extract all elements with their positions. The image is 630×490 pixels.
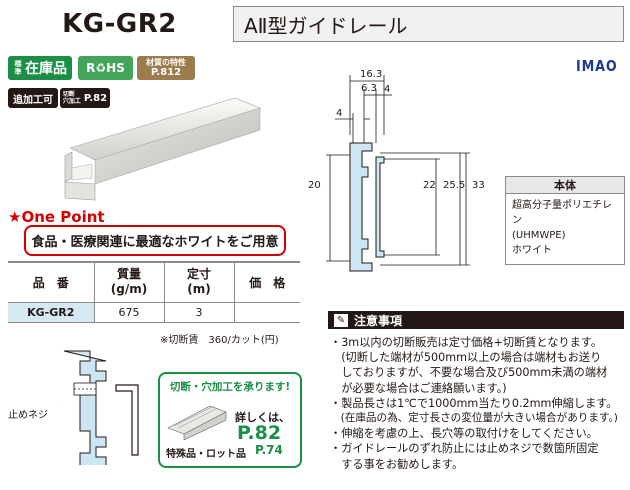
one-point-text: 食品・医療関連に最適なホワイトをご用意 [24, 225, 286, 256]
cell-price [233, 301, 300, 323]
processing-badge: 追加工可 [8, 88, 58, 108]
material-line: 超高分子量ポリエチレン [512, 200, 612, 226]
note-line: しておりますが、不要な場合及び500mm未満の端材 [330, 366, 608, 380]
product-name: AⅡ型ガイドレール [244, 13, 408, 38]
stock-badge-small: 標準 [14, 60, 22, 76]
notes-header: ✎ 注意事項 [328, 311, 624, 329]
material-badge-label: 材質の特性 [146, 58, 186, 67]
rohs-badge: R♻HS [78, 56, 133, 80]
cutting-badge-page: P.82 [83, 92, 108, 104]
note-line: ・3m以内の切断販売は定寸価格+切断賃となります。 [330, 336, 603, 349]
dim-height-33: 33 [472, 180, 485, 191]
notes-title: 注意事項 [354, 313, 403, 328]
cut-service-title: 切断・穴加工を承ります! [169, 381, 291, 393]
material-body: 超高分子量ポリエチレン (UHMWPE) ホワイト [506, 194, 624, 264]
material-table: 本体 超高分子量ポリエチレン (UHMWPE) ホワイト [505, 176, 625, 265]
price-table: 品 番 質量 (g/m) 定寸 (m) 価 格 KG-GR2 675 3 [8, 261, 300, 323]
stock-badge: 標準 在庫品 [8, 56, 72, 80]
cut-fee-note: ※切断賃 360/カット(円) [160, 335, 279, 346]
header-price: 価 格 [233, 261, 300, 302]
price-table-header: 品 番 質量 (g/m) 定寸 (m) 価 格 [8, 261, 300, 302]
material-badge-page: P.812 [150, 67, 182, 78]
stock-badge-label: 在庫品 [25, 61, 67, 77]
pencil-icon: ✎ [334, 313, 348, 327]
note-line: ・伸縮を考慮の上、長穴等の取付けをしてください。 [330, 427, 598, 441]
special-page: P.74 [255, 443, 283, 457]
material-line: (UHMWPE) [512, 230, 566, 241]
special-label: 特殊品・ロット品 [166, 449, 246, 460]
notes-list: ・3m以内の切断販売は定寸価格+切断賃となります。 (切断した端材が500mm以… [330, 335, 626, 472]
dim-height-20: 20 [308, 180, 321, 191]
header-length: 定寸 (m) [163, 261, 234, 302]
material-badge: 材質の特性 P.812 [137, 56, 195, 80]
cut-rail-icon [167, 405, 227, 440]
cut-detail-page: P.82 [237, 422, 282, 444]
note-line: (切断した端材が500mm以上の場合は端材もお送り [330, 351, 602, 365]
dim-inner-width: 6.3 [361, 83, 377, 94]
material-header: 本体 [506, 177, 624, 194]
header-weight: 質量 (g/m) [93, 261, 164, 302]
dimension-drawing: 16.3 6.3 4 4 20 22 25.5 33 [308, 69, 485, 272]
cut-service-box [158, 372, 302, 468]
product-code: KG-GR2 [6, 6, 234, 42]
cut-detail-label: 詳しくは、 [235, 411, 290, 424]
dim-total-width: 16.3 [360, 69, 382, 80]
note-line: (在庫品の為、定寸長さの変位量が大きい場合があります。) [330, 412, 618, 425]
screw-label: 止めネジ [8, 410, 48, 421]
table-row: KG-GR2 675 3 [8, 301, 300, 323]
dim-right-width: 4 [384, 84, 390, 95]
product-image [64, 97, 261, 201]
cutting-badge: 切断 穴加工 P.82 [60, 88, 110, 108]
note-line: ・ガイドレールのずれ防止には止めネジで数箇所固定 [330, 442, 599, 456]
header-part-no: 品 番 [8, 261, 94, 302]
install-drawing [60, 350, 139, 465]
note-line: が必要な場合はご連絡願います。) [330, 381, 507, 395]
cutting-badge-label: 切断 穴加工 [62, 91, 81, 105]
dim-height-22: 22 [423, 180, 436, 191]
material-line: ホワイト [512, 245, 552, 256]
cell-part-no: KG-GR2 [8, 301, 94, 323]
note-line: ・製品長さは1℃で1000mm当たり0.2mm伸縮します。 [330, 396, 618, 410]
dim-left-width: 4 [336, 108, 342, 119]
brand-logo: IMAO [576, 57, 618, 75]
dim-height-25-5: 25.5 [443, 180, 465, 191]
one-point-title: ★One Point [8, 208, 105, 226]
cell-weight: 675 [93, 301, 164, 323]
cell-length: 3 [163, 301, 234, 323]
note-line: する事をお勧めします。 [330, 457, 464, 471]
